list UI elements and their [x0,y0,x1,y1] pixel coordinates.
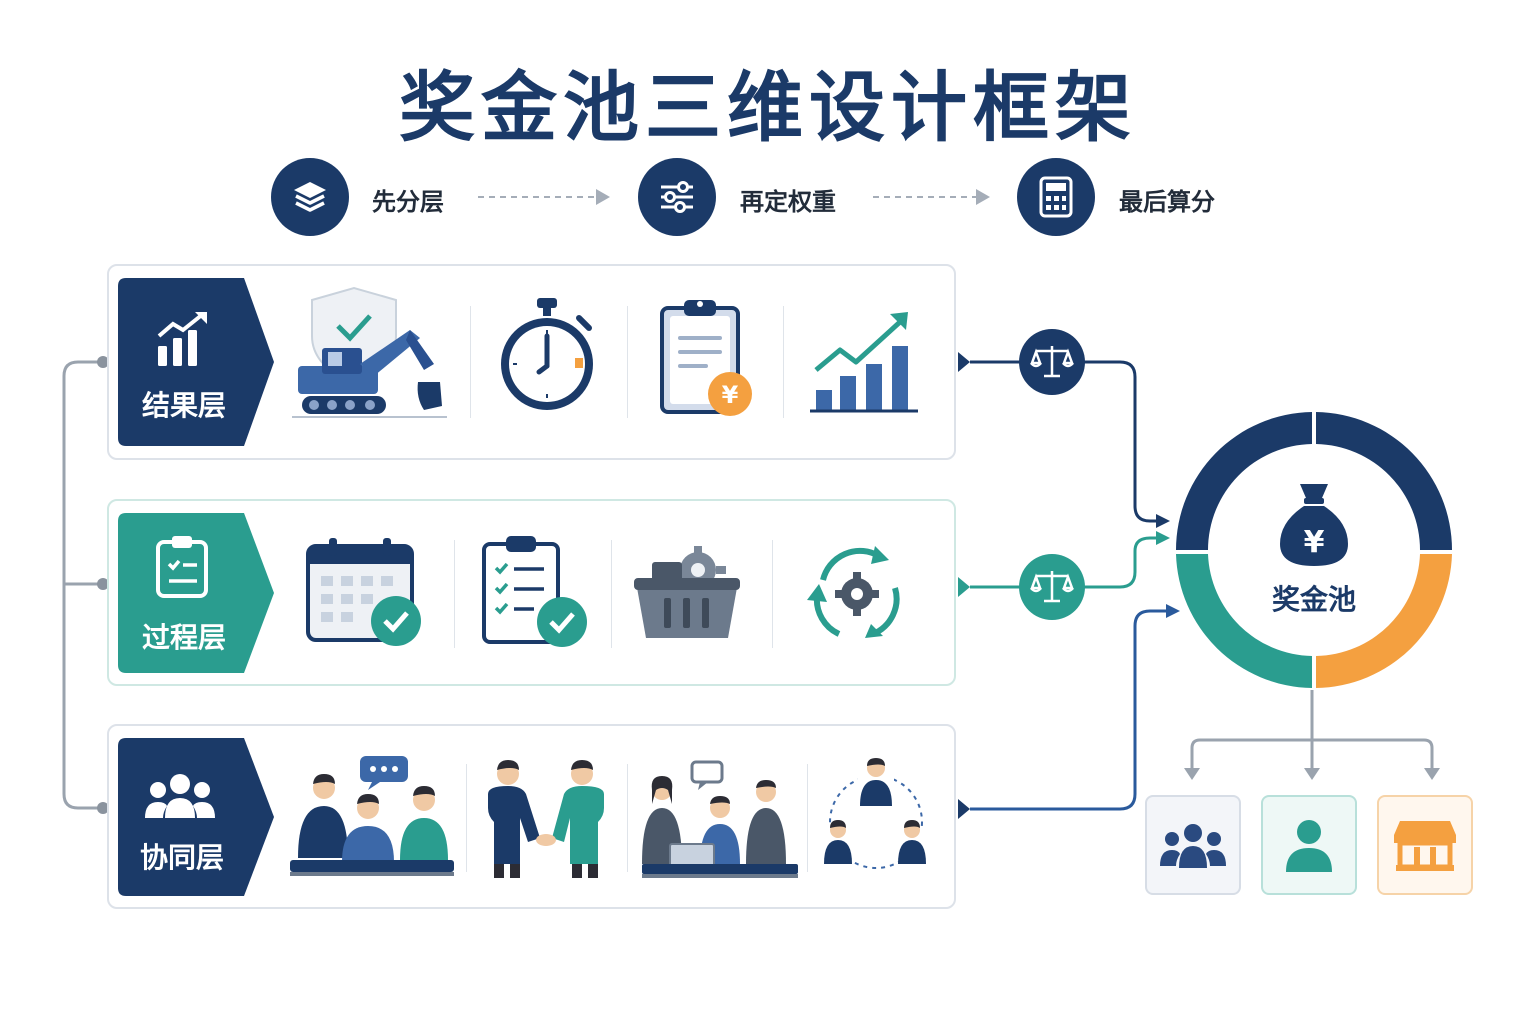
excavator-shield-icon [292,286,447,418]
layer-cooperation-tab[interactable] [118,738,276,896]
step-arrow-2 [873,189,990,205]
cycle-gear-icon [807,546,900,638]
divider [772,540,773,648]
step-label-3: 最后算分 [1119,188,1215,216]
clipboard-check-icon [156,536,208,598]
divider [807,764,808,872]
pool-segment-orange [1316,554,1452,688]
calculator-icon [1039,176,1073,218]
distribution-individual[interactable] [1261,795,1357,895]
laptop-meeting-icon [642,760,798,878]
scale-icon [1030,571,1074,603]
clipboard-yen-icon: ¥ [660,300,752,416]
growth-chart-icon [810,312,918,413]
page-title: 奖金池三维设计框架 [399,63,1137,152]
layer-process-label: 过程层 [141,621,226,654]
pool-segment-navy-left [1176,412,1312,550]
layers-icon [294,182,326,212]
divider [466,764,467,872]
scale-icon [1030,346,1074,378]
money-bag-yen-icon: ¥ [1280,484,1348,566]
divider [611,540,612,648]
step-label-1: 先分层 [372,188,444,216]
calendar-check-icon [306,538,421,646]
divider [470,306,471,418]
weight-scale-result [1019,329,1085,395]
step-arrow-1 [478,189,610,205]
divider [783,306,784,418]
stopwatch-icon [501,298,593,410]
step-layers [271,158,349,236]
growth-chart-icon [157,312,207,366]
layer-cooperation-label: 协同层 [139,841,224,874]
toolbox-gear-icon [634,546,740,638]
step-weights [638,158,716,236]
checklist-check-icon [482,536,587,647]
distribution-store[interactable] [1377,795,1473,895]
handshake-icon [488,760,604,878]
pool-segment-teal [1176,554,1312,688]
person-icon [1286,820,1332,872]
bonus-pool-donut [1176,412,1452,688]
sliders-icon [661,181,693,213]
step-calculate [1017,158,1095,236]
distribution-team[interactable] [1145,795,1241,895]
divider [454,540,455,648]
weight-scale-process [1019,554,1085,620]
store-icon [1394,821,1456,871]
group-icon [1160,824,1226,868]
people-group-icon [145,774,215,818]
svg-text:¥: ¥ [722,381,739,409]
svg-text:¥: ¥ [1304,525,1325,560]
divider [627,306,628,418]
network-people-icon [822,758,930,869]
team-meeting-icon [290,756,454,876]
layer-result-label: 结果层 [141,389,226,422]
pool-label: 奖金池 [1271,583,1356,616]
divider [627,764,628,872]
pool-segment-navy-right [1316,412,1452,550]
step-label-2: 再定权重 [740,188,836,216]
